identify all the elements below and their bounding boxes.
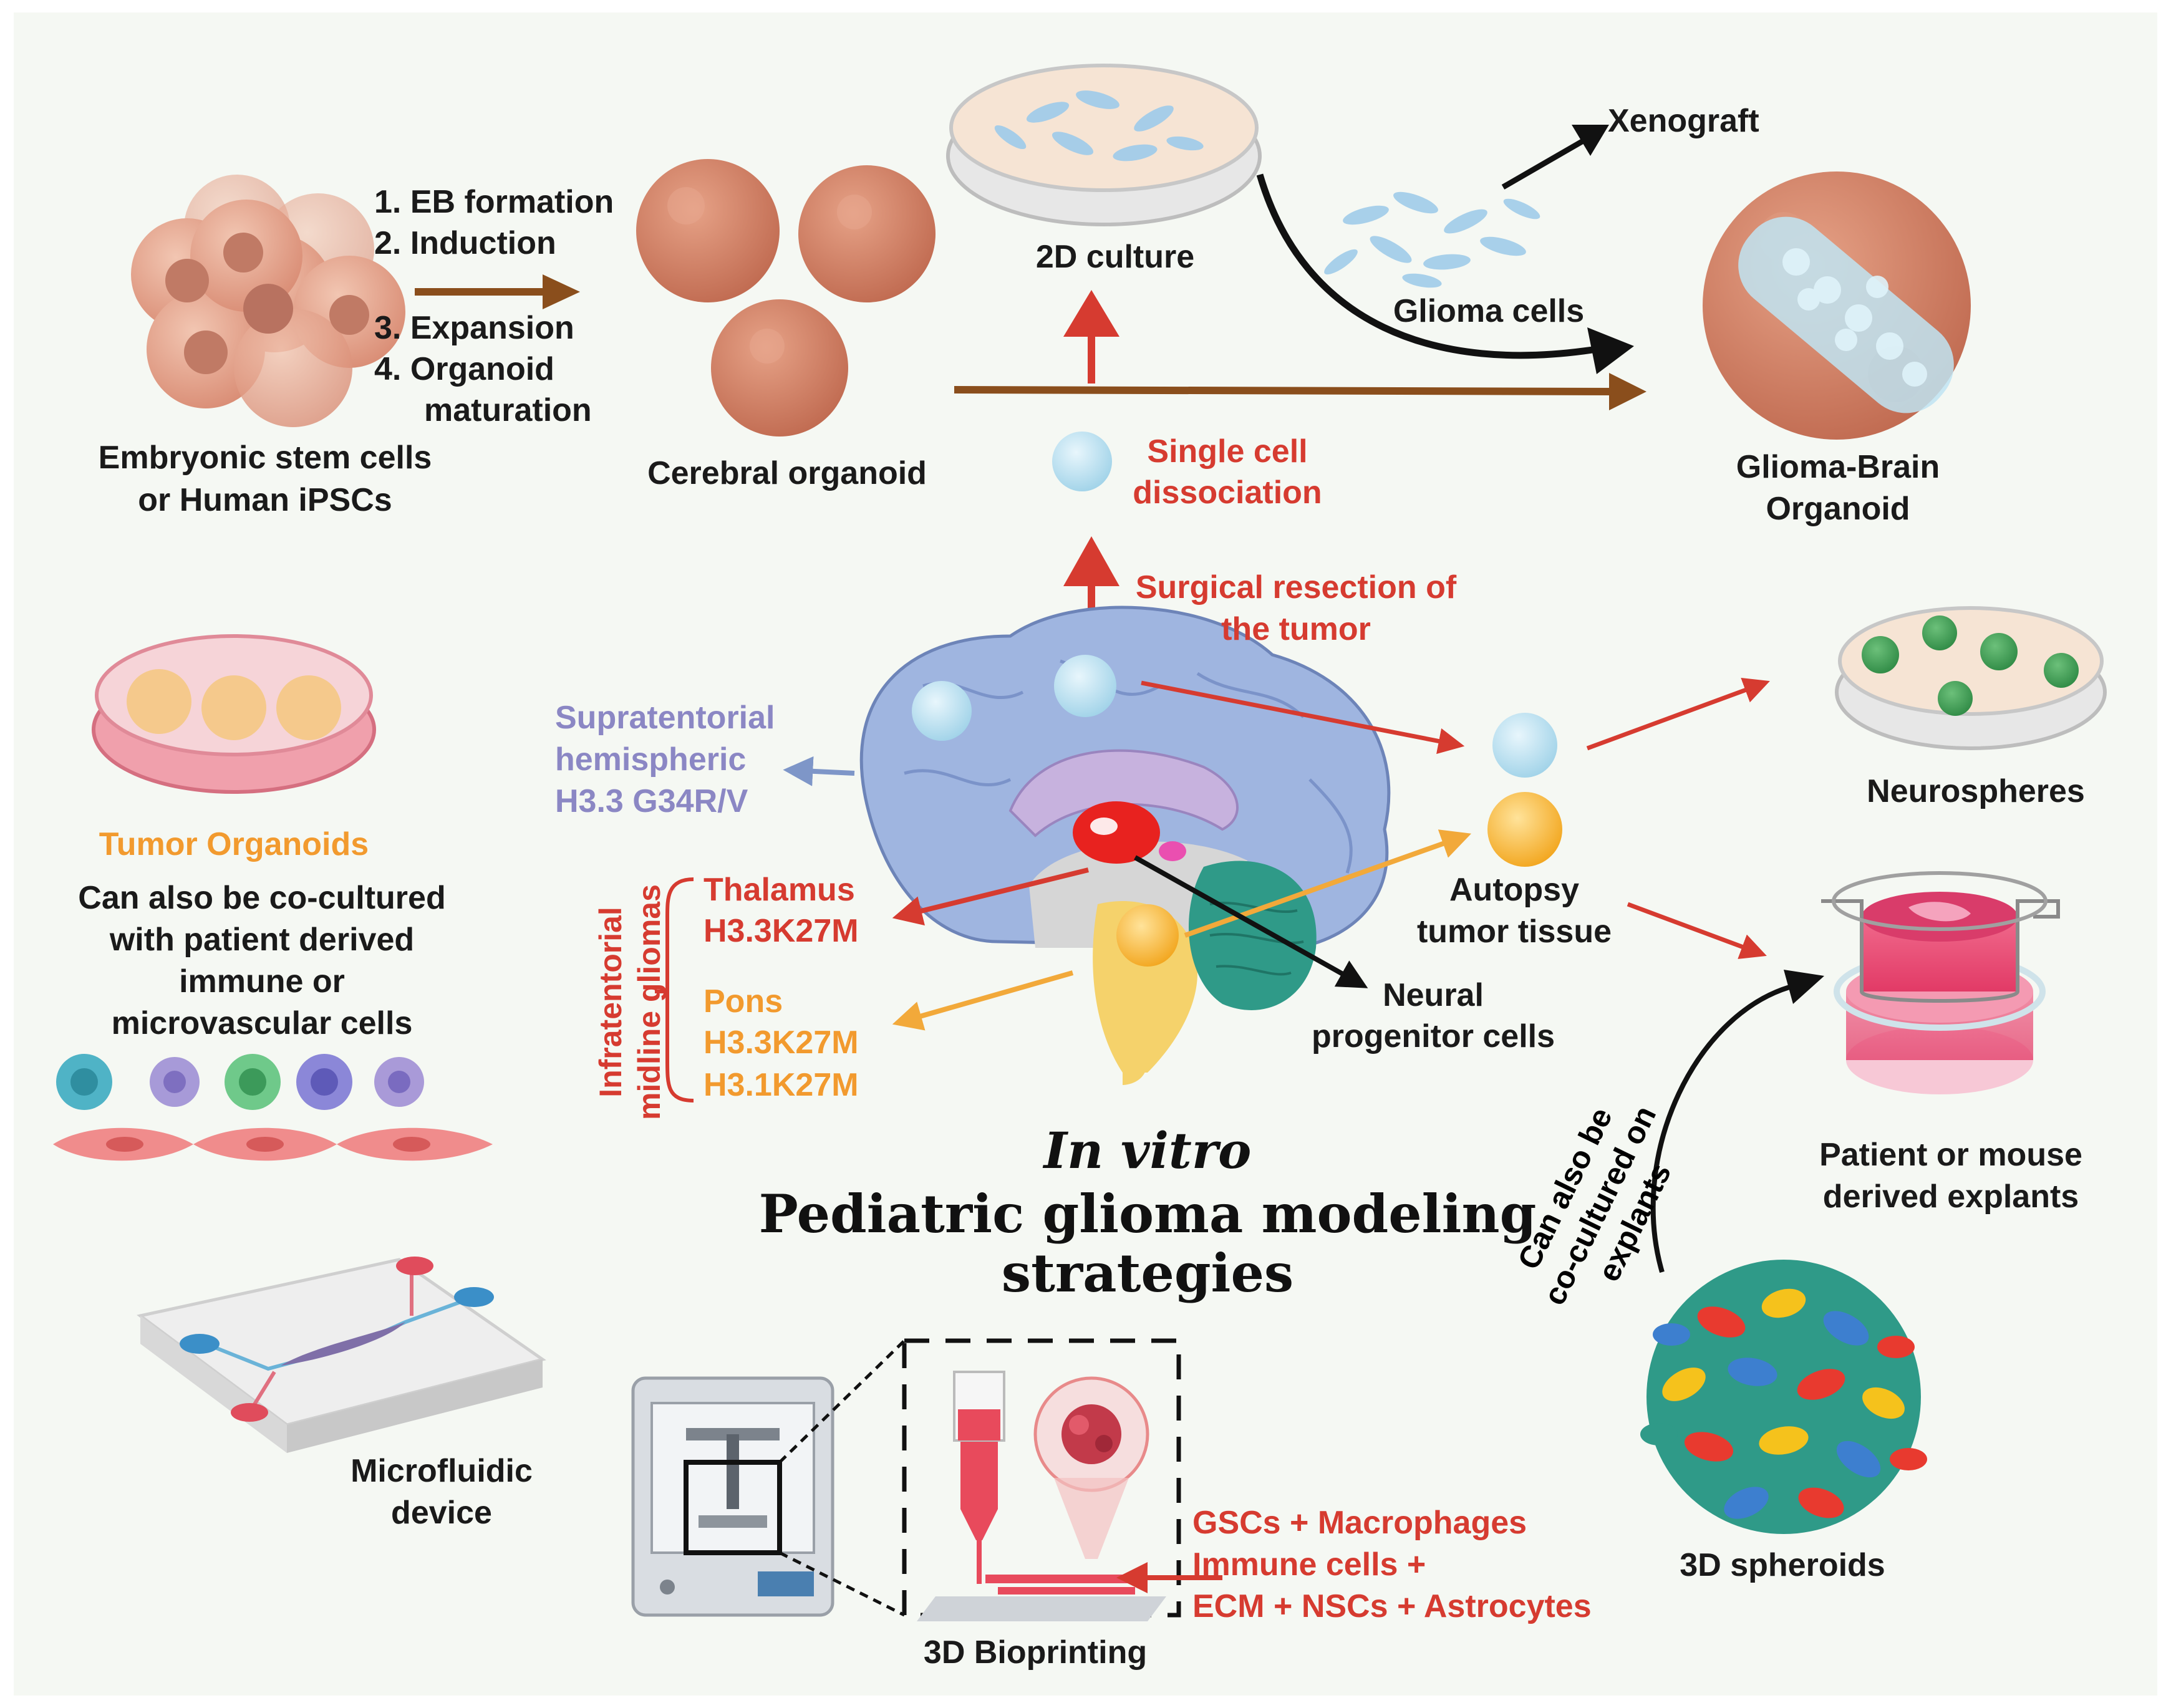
black-arrow-head-xenograft	[1572, 125, 1609, 156]
neurospheres-dish	[1835, 606, 2107, 750]
bioprinting-nozzle	[917, 1371, 1166, 1621]
black-curve-spheroid	[1650, 983, 1797, 1273]
single-cell-label-2: dissociation	[1133, 475, 1322, 511]
red-arrow-to-explants	[1627, 902, 1767, 959]
surgical-label-2: the tumor	[1221, 611, 1371, 647]
protocol-step-2: 2. Induction	[374, 225, 556, 261]
immune-cells-row	[56, 1054, 424, 1110]
glioma-cells-scatter	[1324, 191, 1540, 288]
coculture-label-4: microvascular cells	[111, 1005, 413, 1041]
autopsy-yellow-cluster	[1487, 792, 1562, 867]
pons-label-2: H3.3K27M	[704, 1025, 859, 1061]
red-arrow-head-2d	[1063, 290, 1119, 337]
infratentorial-label-1: Infratentorial	[593, 907, 628, 1098]
black-curve-to-gbo	[1256, 173, 1597, 359]
bioprinting-label: 3D Bioprinting	[923, 1634, 1148, 1671]
brown-arrow-to-gbo	[954, 386, 1616, 395]
bioprinter-zoom-box	[902, 1338, 1181, 1618]
red-arrow-head-resection	[1063, 536, 1119, 586]
brown-arrow-head	[543, 274, 580, 309]
black-curve-head	[1587, 327, 1634, 374]
stem-cells-label-2: or Human iPSCs	[138, 482, 392, 518]
glioma-cells-label: Glioma cells	[1393, 293, 1585, 329]
explants-label-1: Patient or mouse	[1819, 1137, 2082, 1173]
protocol-step-3: 3. Expansion	[374, 310, 574, 346]
bioprint-components-1: GSCs + Macrophages	[1192, 1505, 1527, 1541]
microvascular-cells	[53, 1127, 493, 1161]
autopsy-label-2: tumor tissue	[1416, 914, 1612, 950]
coculture-label-3: immune or	[179, 963, 345, 1000]
tumor-organoid-dish	[92, 634, 376, 794]
neurospheres-label: Neurospheres	[1867, 773, 2085, 809]
xenograft-label: Xenograft	[1608, 103, 1759, 139]
npc-label-2: progenitor cells	[1311, 1018, 1555, 1054]
thalamus-label-1: Thalamus	[704, 872, 855, 908]
blue-arrow-supratentorial	[783, 756, 855, 786]
coculture-label-1: Can also be co-cultured	[78, 880, 446, 916]
title-line-3: strategies	[1001, 1242, 1294, 1304]
npc-label-1: Neural	[1383, 977, 1484, 1013]
red-arrow-to-autopsy	[1141, 680, 1465, 755]
supratentorial-label-2: hemispheric	[555, 741, 747, 778]
red-arrow-thalamus	[892, 867, 1089, 926]
microfluidic-device	[137, 1257, 546, 1453]
microfluidic-label-2: device	[391, 1495, 492, 1531]
bioprint-components-3: ECM + NSCs + Astrocytes	[1192, 1588, 1592, 1624]
glioma-brain-organoid	[1703, 171, 1971, 440]
single-cell-label-1: Single cell	[1147, 433, 1308, 470]
protocol-step-1: 1. EB formation	[374, 184, 614, 220]
supratentorial-label-3: H3.3 G34R/V	[555, 783, 748, 819]
culture-2d-dish	[946, 64, 1262, 226]
pons-label-3: H3.1K27M	[704, 1067, 859, 1103]
orange-arrow-autopsy	[1184, 829, 1472, 938]
orange-arrow-pons	[892, 970, 1074, 1031]
single-cell-cluster	[1052, 432, 1112, 491]
protocol-step-4: 4. Organoid	[374, 351, 554, 387]
brown-arrow-head-gbo	[1609, 373, 1646, 410]
explants-label-2: derived explants	[1822, 1179, 2079, 1215]
title-line-1: In vitro	[1043, 1121, 1252, 1180]
cerebral-organoids	[636, 159, 936, 437]
microfluidic-label-1: Microfluidic	[351, 1453, 533, 1489]
coculture-label-2: with patient derived	[109, 922, 415, 958]
bioprint-components-2: Immune cells +	[1192, 1546, 1426, 1583]
resection-tumor-cluster	[1054, 655, 1116, 717]
infratentorial-bracket	[655, 877, 694, 1102]
autopsy-blue-cluster	[1492, 713, 1557, 778]
cerebral-organoid-label: Cerebral organoid	[647, 455, 927, 491]
stem-cells-label-1: Embryonic stem cells	[98, 440, 432, 476]
red-arrow-to-neurospheres	[1586, 677, 1770, 751]
supratentorial-tumor-cluster	[912, 681, 972, 741]
spheroids-label: 3D spheroids	[1680, 1547, 1885, 1583]
black-arrow-npc	[1134, 855, 1368, 988]
infratentorial-label-2: midline gliomas	[632, 884, 667, 1120]
stem-cell-cluster	[131, 175, 405, 427]
tumor-organoids-label: Tumor Organoids	[99, 826, 369, 862]
pons-label-1: Pons	[704, 983, 783, 1020]
supratentorial-label-1: Supratentorial	[555, 700, 775, 736]
gbo-label-1: Glioma-Brain	[1736, 449, 1940, 485]
protocol-step-4-cont: maturation	[424, 392, 592, 428]
spheroid-illustration	[1640, 1260, 1927, 1534]
title-line-2: Pediatric glioma modeling	[758, 1183, 1537, 1245]
explant-insert	[1821, 871, 2060, 1094]
thalamus-label-2: H3.3K27M	[704, 913, 859, 949]
infratentorial-label: Infratentorial midline gliomas	[591, 865, 669, 1139]
culture-2d-label: 2D culture	[1035, 239, 1195, 275]
black-arrow-xenograft	[1501, 138, 1586, 190]
autopsy-label-1: Autopsy	[1449, 872, 1579, 908]
gbo-label-2: Organoid	[1766, 491, 1910, 527]
surgical-label-1: Surgical resection of	[1135, 569, 1457, 606]
black-curve-spheroid-head	[1784, 970, 1824, 1004]
red-arrow-bioprint-head	[1116, 1562, 1148, 1593]
bioprinter	[631, 1339, 906, 1617]
